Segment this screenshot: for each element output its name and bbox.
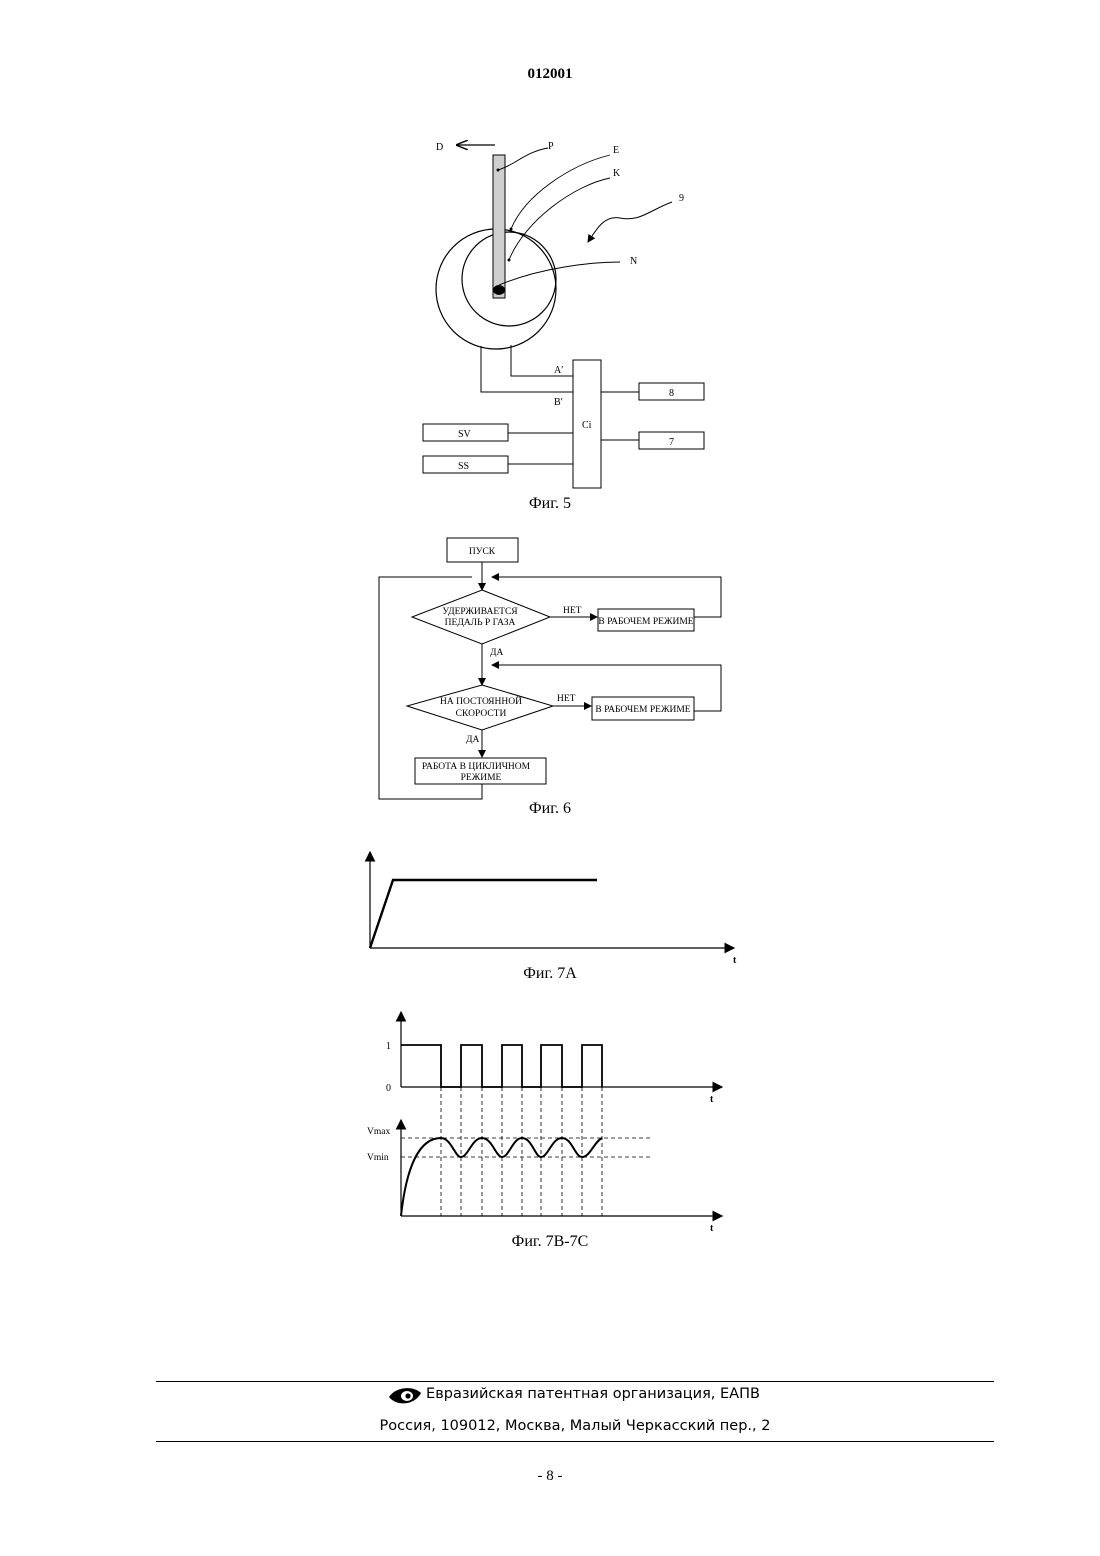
vmax-label: Vmax bbox=[367, 1127, 390, 1137]
label-d: D bbox=[436, 142, 443, 153]
no-label-2: НЕТ bbox=[557, 694, 576, 704]
footer-org: Евразийская патентная организация, ЕАПВ bbox=[156, 1386, 994, 1402]
speed-curve bbox=[370, 880, 597, 948]
footer-address: Россия, 109012, Москва, Малый Черкасский… bbox=[156, 1418, 994, 1434]
document-number: 012001 bbox=[0, 66, 1100, 83]
work-mode-label-1: В РАБОЧЕМ РЕЖИМЕ bbox=[598, 617, 693, 627]
level-one-label: 1 bbox=[386, 1041, 391, 1052]
label-n: N bbox=[630, 256, 637, 267]
label-ss: SS bbox=[458, 461, 469, 472]
upper-t-label: t bbox=[710, 1094, 714, 1105]
label-p: P bbox=[548, 141, 554, 152]
vmin-label: Vmin bbox=[367, 1153, 389, 1163]
label-b: B′ bbox=[554, 397, 563, 408]
decision-speed bbox=[407, 685, 553, 730]
level-zero-label: 0 bbox=[386, 1083, 391, 1094]
decision-speed-line2: СКОРОСТИ bbox=[456, 709, 507, 719]
inner-ring bbox=[462, 232, 556, 326]
page-number: - 8 - bbox=[0, 1468, 1100, 1485]
decision-speed-line1: НА ПОСТОЯННОЙ bbox=[440, 695, 522, 707]
work-mode-label-2: В РАБОЧЕМ РЕЖИМЕ bbox=[595, 705, 690, 715]
figure-6-flowchart: ПУСК УДЕРЖИВАЕТСЯ ПЕДАЛЬ Р ГАЗА НЕТ В РА… bbox=[370, 530, 730, 805]
figure-7bc-caption: Фиг. 7В-7С bbox=[450, 1233, 650, 1251]
figure-6-caption: Фиг. 6 bbox=[450, 800, 650, 818]
pedal-bar bbox=[493, 155, 505, 298]
pulse-edge-guides bbox=[441, 1087, 602, 1216]
pulse-signal bbox=[401, 1045, 602, 1087]
label-7: 7 bbox=[669, 437, 674, 448]
pivot-point bbox=[493, 285, 505, 295]
cyclic-mode-line1: РАБОТА В ЦИКЛИЧНОМ bbox=[422, 762, 531, 772]
no-label-1: НЕТ bbox=[563, 606, 582, 616]
label-e: E bbox=[613, 145, 619, 156]
t-label: t bbox=[733, 955, 737, 965]
figure-5-caption: Фиг. 5 bbox=[450, 495, 650, 513]
speed-oscillation-curve bbox=[401, 1138, 602, 1216]
figure-7a-caption: Фиг. 7А bbox=[450, 965, 650, 983]
start-label: ПУСК bbox=[469, 547, 496, 557]
label-8: 8 bbox=[669, 388, 674, 399]
label-a: A′ bbox=[554, 365, 563, 376]
yes-label-1: ДА bbox=[490, 648, 503, 658]
label-k: K bbox=[613, 168, 621, 179]
decision-pedal-line1: УДЕРЖИВАЕТСЯ bbox=[442, 607, 518, 617]
reference-arrow-9 bbox=[588, 202, 672, 242]
footer-bottom-rule bbox=[156, 1441, 994, 1442]
label-sv: SV bbox=[458, 429, 472, 440]
yes-label-2: ДА bbox=[466, 735, 479, 745]
label-9: 9 bbox=[679, 193, 684, 204]
footer-top-rule bbox=[156, 1381, 994, 1382]
figure-5-diagram: D P E K N 9 A′ B′ Ci 8 7 SV SS bbox=[400, 130, 730, 495]
figure-7bc-graph: 1 0 t Vmax Vmin t bbox=[360, 1008, 750, 1236]
lower-t-label: t bbox=[710, 1223, 714, 1234]
decision-pedal-line2: ПЕДАЛЬ Р ГАЗА bbox=[445, 618, 516, 628]
label-ci: Ci bbox=[582, 420, 592, 431]
decision-pedal bbox=[412, 590, 550, 644]
cyclic-mode-line2: РЕЖИМЕ bbox=[461, 773, 502, 783]
figure-7a-graph: t bbox=[360, 845, 750, 965]
